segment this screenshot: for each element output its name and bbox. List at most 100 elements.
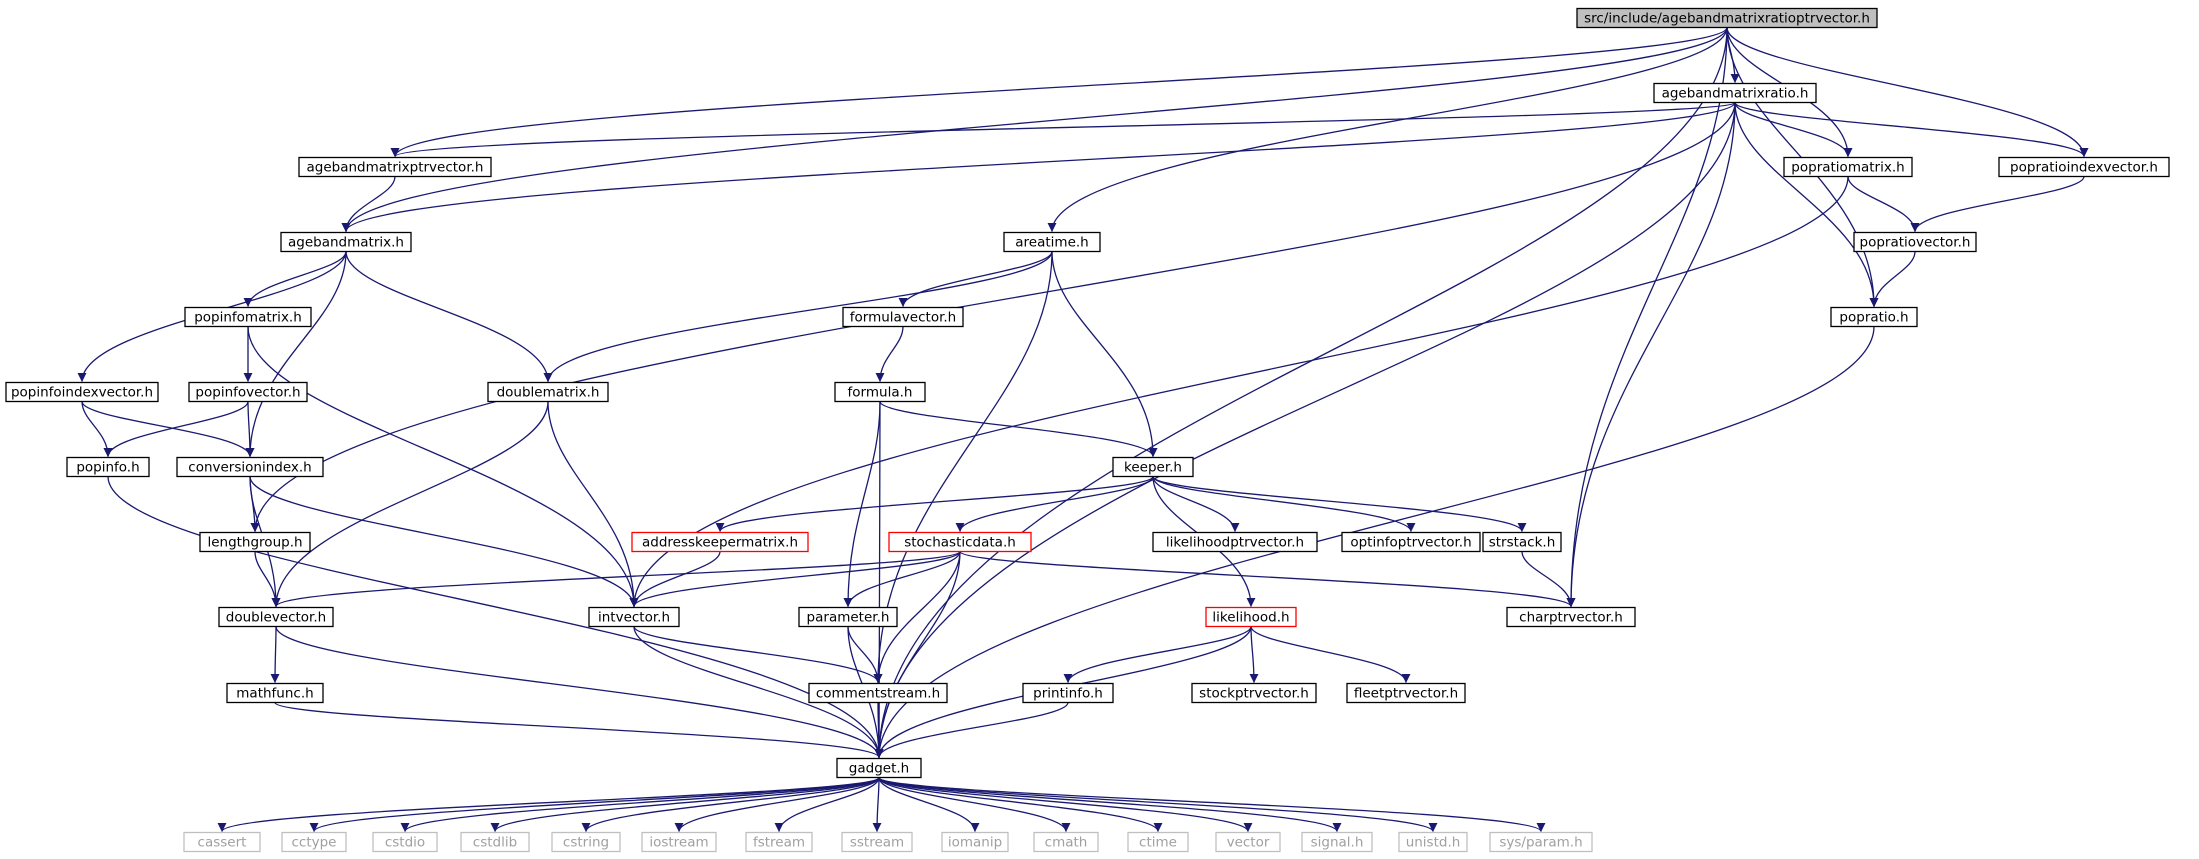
- node-popinfo[interactable]: popinfo.h: [66, 456, 150, 478]
- edge-popinfovector-to-conversionindex: [245, 401, 255, 457]
- node-doublevector[interactable]: doublevector.h: [218, 606, 334, 628]
- node-popratiomatrix[interactable]: popratiomatrix.h: [1783, 156, 1913, 178]
- node-label: unistd.h: [1406, 835, 1461, 851]
- node-conversionindex[interactable]: conversionindex.h: [176, 456, 324, 478]
- node-label: printinfo.h: [1033, 686, 1103, 702]
- node-box: [487, 381, 609, 403]
- node-label: src/include/agebandmatrixratioptrvector.…: [1584, 11, 1870, 27]
- node-root[interactable]: src/include/agebandmatrixratioptrvector.…: [1576, 7, 1878, 29]
- edge-gadget-to-cstring: [581, 776, 880, 832]
- node-optinfoptrvector[interactable]: optinfoptrvector.h: [1341, 531, 1481, 553]
- node-agebandmatrixptrvector[interactable]: agebandmatrixptrvector.h: [298, 156, 492, 178]
- node-label: addresskeepermatrix.h: [642, 535, 798, 551]
- edge-popinfovector-to-popinfo: [103, 401, 249, 457]
- edge-popinfomatrix-to-intvector: [247, 326, 639, 607]
- node-keeper[interactable]: keeper.h: [1112, 456, 1194, 478]
- node-box: [280, 231, 412, 253]
- edge-popratiomatrix-to-intvector: [629, 176, 1849, 607]
- edge-root-to-gadget: [874, 27, 1728, 758]
- node-printinfo[interactable]: printinfo.h: [1022, 682, 1114, 704]
- node-formulavector[interactable]: formulavector.h: [842, 306, 964, 328]
- node-popratiovector[interactable]: popratiovector.h: [1853, 231, 1977, 253]
- edge-strstack-to-charptrvector: [1521, 551, 1576, 607]
- edge-gadget-to-cctype: [309, 776, 880, 833]
- node-label: agebandmatrixptrvector.h: [307, 160, 484, 176]
- edge-keeper-to-optinfoptrvector: [1152, 476, 1416, 532]
- node-ctime: ctime: [1127, 831, 1189, 853]
- node-label: popratiomatrix.h: [1791, 160, 1904, 176]
- node-lengthgroup[interactable]: lengthgroup.h: [199, 531, 311, 553]
- node-charptrvector[interactable]: charptrvector.h: [1506, 606, 1636, 628]
- node-agebandmatrixratio[interactable]: agebandmatrixratio.h: [1653, 82, 1817, 104]
- edge-likelihood-to-stockptrvector: [1249, 626, 1259, 683]
- node-label: doublematrix.h: [497, 385, 600, 401]
- node-popratio[interactable]: popratio.h: [1830, 306, 1918, 328]
- edge-agebandmatrixratio-to-gadget: [874, 102, 1736, 758]
- node-formula[interactable]: formula.h: [834, 381, 926, 403]
- edge-agebandmatrixptrvector-to-agebandmatrix: [341, 176, 396, 232]
- node-stockptrvector[interactable]: stockptrvector.h: [1191, 682, 1317, 704]
- edge-stochasticdata-to-charptrvector: [959, 550, 1576, 608]
- edge-stochasticdata-to-intvector: [629, 550, 961, 607]
- node-commentstream[interactable]: commentstream.h: [808, 682, 948, 704]
- edge-root-to-areatime: [1047, 27, 1728, 232]
- edge-agebandmatrixratio-to-popratiomatrix: [1734, 102, 1853, 157]
- node-box: [298, 156, 492, 178]
- edge-gadget-to-iomanip: [878, 777, 980, 832]
- node-parameter[interactable]: parameter.h: [798, 606, 898, 628]
- node-box: [1033, 831, 1099, 853]
- node-box: [1783, 156, 1913, 178]
- node-intvector[interactable]: intvector.h: [588, 606, 680, 628]
- node-label: popinfovector.h: [195, 385, 300, 401]
- node-label: iomanip: [948, 835, 1002, 851]
- node-popinfovector[interactable]: popinfovector.h: [188, 381, 308, 403]
- edge-gadget-to-iostream: [674, 777, 880, 832]
- edge-gadget-to-vector: [878, 776, 1253, 832]
- node-likelihoodptrvector[interactable]: likelihoodptrvector.h: [1152, 531, 1318, 553]
- edge-root-to-popratio: [1726, 27, 1879, 307]
- node-mathfunc[interactable]: mathfunc.h: [226, 682, 324, 704]
- node-sysparam: sys/param.h: [1489, 831, 1593, 853]
- node-strstack[interactable]: strstack.h: [1482, 531, 1562, 553]
- node-box: [1653, 82, 1817, 104]
- node-box: [1853, 231, 1977, 253]
- edge-gadget-to-unistd: [878, 776, 1438, 833]
- edge-gadget-to-cassert: [217, 776, 880, 833]
- node-doublematrix[interactable]: doublematrix.h: [487, 381, 609, 403]
- node-unistd: unistd.h: [1398, 831, 1468, 853]
- node-popinfoindexvector[interactable]: popinfoindexvector.h: [5, 381, 159, 403]
- node-stochasticdata[interactable]: stochasticdata.h: [888, 531, 1032, 553]
- node-label: formulavector.h: [850, 310, 956, 326]
- node-agebandmatrix[interactable]: agebandmatrix.h: [280, 231, 412, 253]
- node-fleetptrvector[interactable]: fleetptrvector.h: [1346, 682, 1466, 704]
- node-sstream: sstream: [841, 831, 913, 853]
- node-label: cctype: [291, 835, 336, 851]
- node-gadget[interactable]: gadget.h: [836, 757, 922, 779]
- node-areatime[interactable]: areatime.h: [1003, 231, 1101, 253]
- node-popratioindexvector[interactable]: popratioindexvector.h: [1998, 156, 2170, 178]
- node-box: [1152, 531, 1318, 553]
- node-label: commentstream.h: [816, 686, 940, 702]
- node-box: [176, 456, 324, 478]
- node-box: [184, 306, 312, 328]
- node-likelihood[interactable]: likelihood.h: [1205, 606, 1297, 628]
- node-label: areatime.h: [1015, 235, 1088, 251]
- edge-root-to-agebandmatrix: [341, 27, 1728, 232]
- node-box: [199, 531, 311, 553]
- edge-formula-to-gadget: [874, 401, 884, 758]
- edge-gadget-to-signal: [878, 776, 1342, 833]
- node-box: [1398, 831, 1468, 853]
- node-label: cstring: [563, 835, 609, 851]
- node-label: vector: [1227, 835, 1270, 851]
- edge-mathfunc-to-gadget: [274, 701, 884, 759]
- edge-popratiovector-to-popratio: [1869, 251, 1916, 307]
- node-box: [1489, 831, 1593, 853]
- node-box: [745, 831, 813, 853]
- edge-lengthgroup-to-doublevector: [254, 551, 281, 607]
- node-box: [834, 381, 926, 403]
- node-popinfomatrix[interactable]: popinfomatrix.h: [184, 306, 312, 328]
- edge-keeper-to-stochasticdata: [955, 476, 1154, 532]
- edge-gadget-to-fstream: [774, 777, 880, 832]
- node-addresskeepermatrix[interactable]: addresskeepermatrix.h: [631, 531, 809, 553]
- node-label: mathfunc.h: [236, 686, 313, 702]
